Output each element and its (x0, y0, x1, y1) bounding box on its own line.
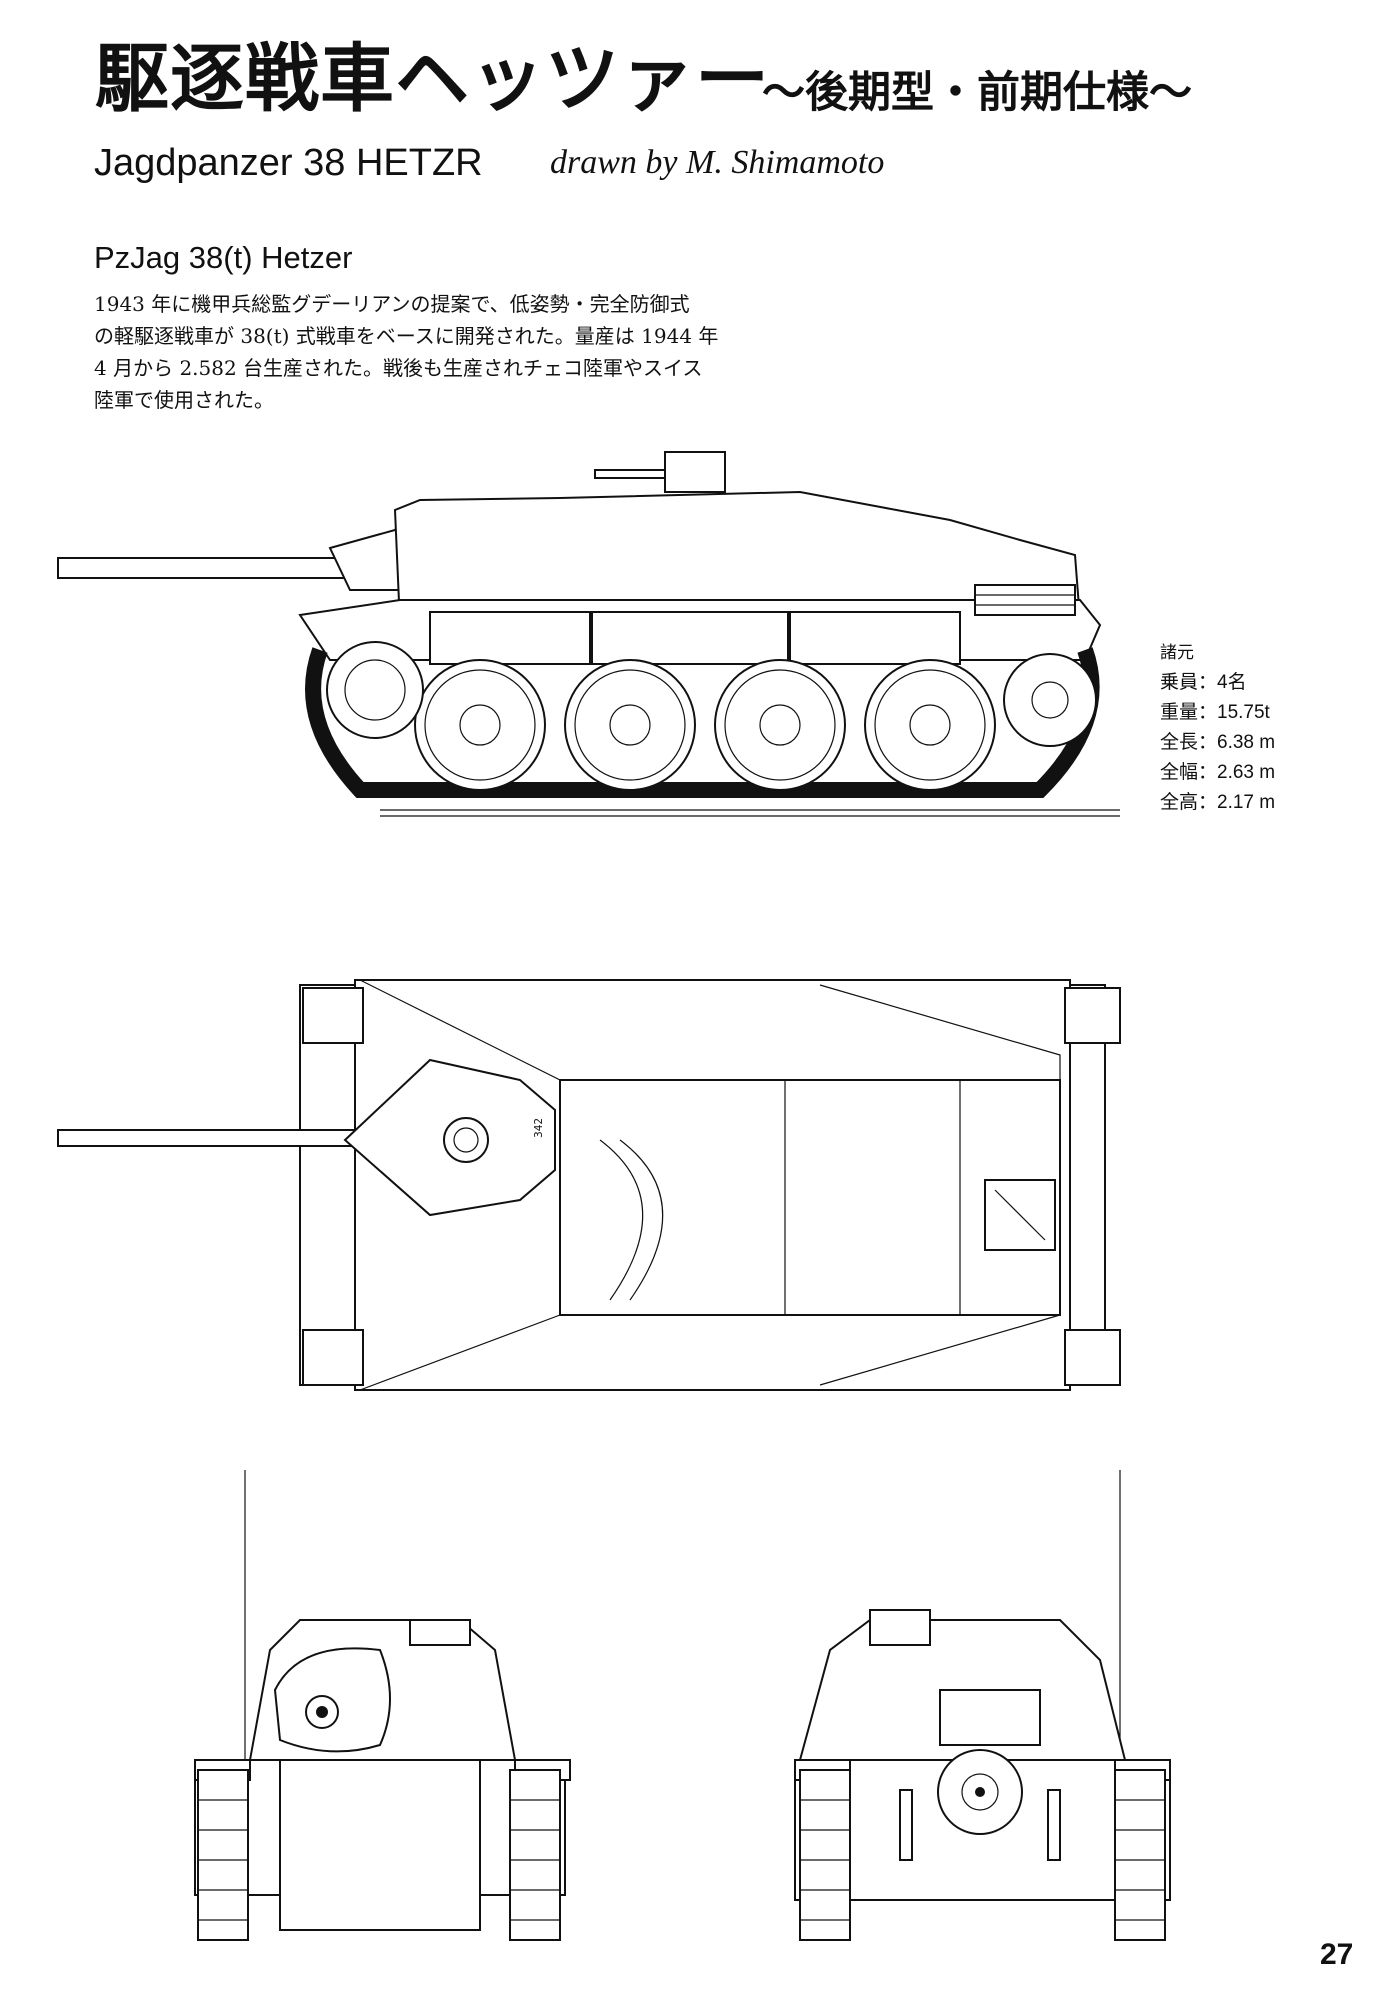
spec-width: 全幅：2.63 m (1160, 762, 1276, 783)
description-line: の軽駆逐戦車が 38(t) 式戦車をベースに開発された。量産は 1944 年 (94, 324, 719, 348)
hull-marking: 342 (532, 1118, 545, 1138)
spec-weight: 重量：15.75t (1160, 702, 1270, 723)
artist-credit: drawn by M. Shimamoto (550, 144, 885, 181)
top-view-drawing (57, 979, 1121, 1391)
front-view-drawing (194, 1470, 571, 1941)
spec-length: 全長：6.38 m (1160, 732, 1276, 753)
spec-height: 全高：2.17 m (1160, 792, 1276, 813)
page-title: 駆逐戦車ヘッツァー (95, 36, 770, 122)
specifications-heading: 諸元 (1160, 643, 1194, 663)
description-line: 4 月から 2.582 台生産された。戦後も生産されチェコ陸軍やスイス (94, 356, 703, 380)
side-view-drawing (57, 451, 1120, 817)
specifications-block: 諸元 乗員：4名 重量：15.75t 全長：6.38 m 全幅：2.63 m 全… (1160, 638, 1275, 818)
english-title: Jagdpanzer 38 HETZR (94, 142, 483, 184)
page-subtitle: 〜後期型・前期仕様〜 (762, 68, 1192, 118)
rear-view-drawing (794, 1470, 1171, 1941)
description-line: 1943 年に機甲兵総監グデーリアンの提案で、低姿勢・完全防御式 (94, 292, 690, 316)
spec-crew: 乗員：4名 (1160, 672, 1247, 693)
description-line: 陸軍で使用された。 (94, 388, 274, 412)
section-heading: PzJag 38(t) Hetzer (94, 240, 353, 275)
description-text: 1943 年に機甲兵総監グデーリアンの提案で、低姿勢・完全防御式 の軽駆逐戦車が… (94, 288, 814, 416)
page-number: 27 (1320, 1938, 1354, 1971)
